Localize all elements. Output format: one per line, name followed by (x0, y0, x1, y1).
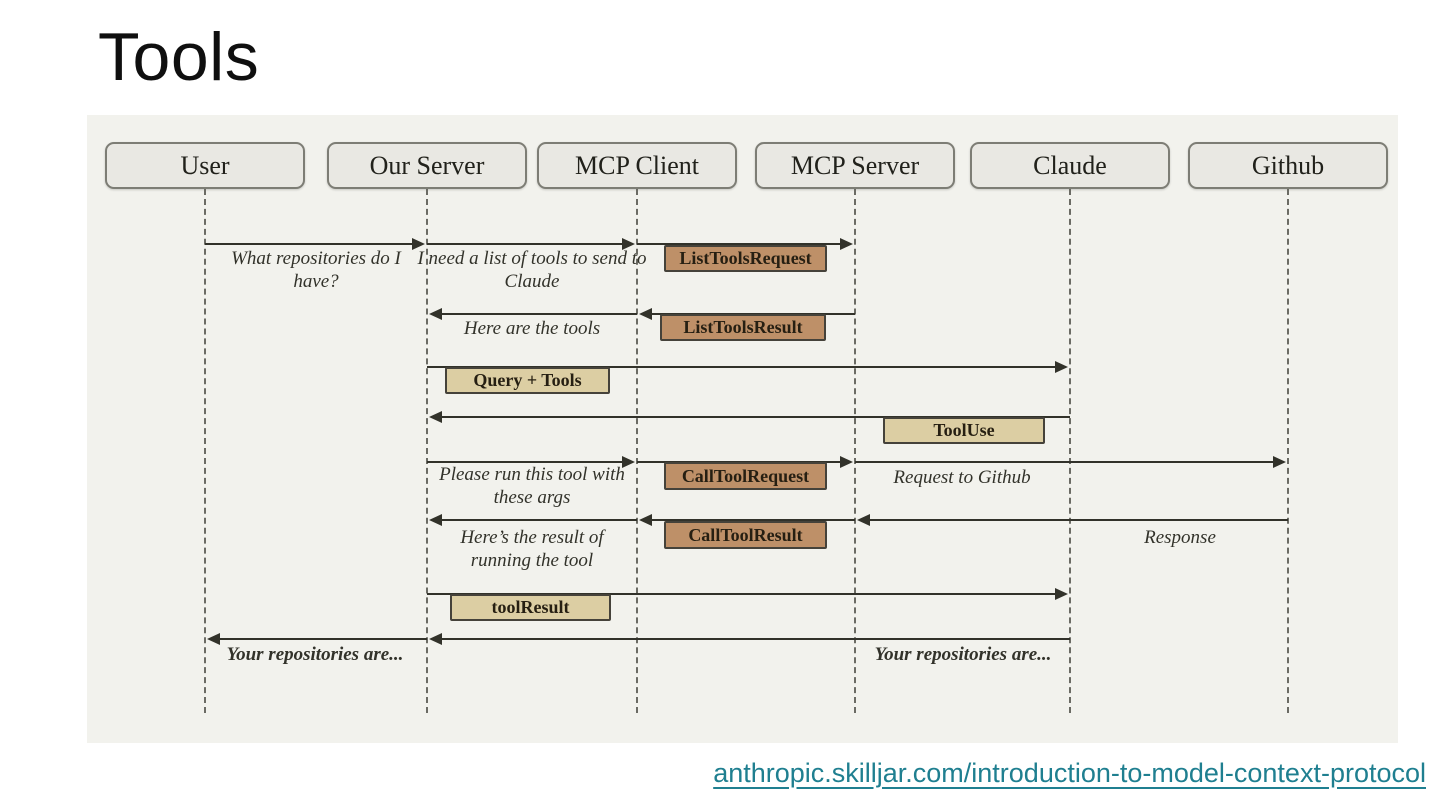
arrow-user-to-our-server (205, 238, 425, 250)
actor-mcp-client: MCP Client (537, 142, 737, 189)
actor-github-label: Github (1251, 150, 1325, 180)
actor-our-server: Our Server (327, 142, 527, 189)
lifeline-claude (1069, 189, 1071, 713)
arrow-our-server-to-claude-2 (427, 588, 1068, 600)
chip-list-tools-result: ListToolsResult (660, 314, 826, 341)
arrow-github-to-mcp-server (857, 514, 1288, 526)
arrow-mcp-client-to-our-server-2 (429, 514, 637, 526)
actor-github: Github (1188, 142, 1388, 189)
lifeline-github (1287, 189, 1289, 713)
message-user-query: What repositories do I have? (231, 248, 401, 292)
lifeline-mcp-client (636, 189, 638, 713)
page-title: Tools (98, 19, 260, 95)
message-request-github: Request to Github (893, 467, 1031, 488)
arrow-mcp-client-to-our-server (429, 308, 637, 320)
actor-mcp-server: MCP Server (755, 142, 955, 189)
arrow-our-server-to-claude (427, 361, 1068, 373)
message-your-repos-left: Your repositories are... (226, 644, 404, 665)
arrow-our-server-to-user (207, 633, 427, 645)
actor-claude-label: Claude (1033, 150, 1107, 180)
chip-query-tools: Query + Tools (445, 367, 610, 394)
chip-list-tools-request: ListToolsRequest (664, 245, 827, 272)
actor-user-label: User (180, 150, 230, 180)
arrow-our-server-to-mcp-client (427, 238, 635, 250)
message-your-repos-right: Your repositories are... (874, 644, 1052, 665)
actor-mcp-server-label: MCP Server (790, 150, 920, 180)
message-need-tools: I need a list of tools to send to Claude (417, 248, 647, 292)
chip-call-tool-result: CallToolResult (664, 521, 827, 549)
actor-mcp-client-label: MCP Client (574, 150, 699, 180)
lifeline-our-server (426, 189, 428, 713)
lifeline-mcp-server (854, 189, 856, 713)
sequence-diagram-panel: User Our Server MCP Client MCP Server Cl… (87, 115, 1398, 743)
message-result-of-tool: Here’s the result of running the tool (460, 527, 604, 571)
course-link[interactable]: anthropic.skilljar.com/introduction-to-m… (713, 758, 1426, 788)
arrow-mcp-server-to-github (855, 456, 1286, 468)
lifeline-user (204, 189, 206, 713)
arrow-mcp-client-to-mcp-server (637, 238, 853, 250)
message-here-tools: Here are the tools (463, 318, 601, 339)
arrow-claude-to-our-server (429, 411, 1070, 423)
message-response: Response (1144, 527, 1216, 548)
actor-user: User (105, 142, 305, 189)
arrow-mcp-server-to-mcp-client-2 (639, 514, 855, 526)
arrow-claude-to-our-server-2 (429, 633, 1070, 645)
actor-our-server-label: Our Server (369, 150, 485, 180)
chip-tool-result: toolResult (450, 594, 611, 621)
actor-claude: Claude (970, 142, 1170, 189)
arrow-our-server-to-mcp-client-2 (427, 456, 635, 468)
chip-call-tool-request: CallToolRequest (664, 462, 827, 490)
chip-tool-use: ToolUse (883, 417, 1045, 444)
message-please-run: Please run this tool with these args (439, 464, 625, 508)
